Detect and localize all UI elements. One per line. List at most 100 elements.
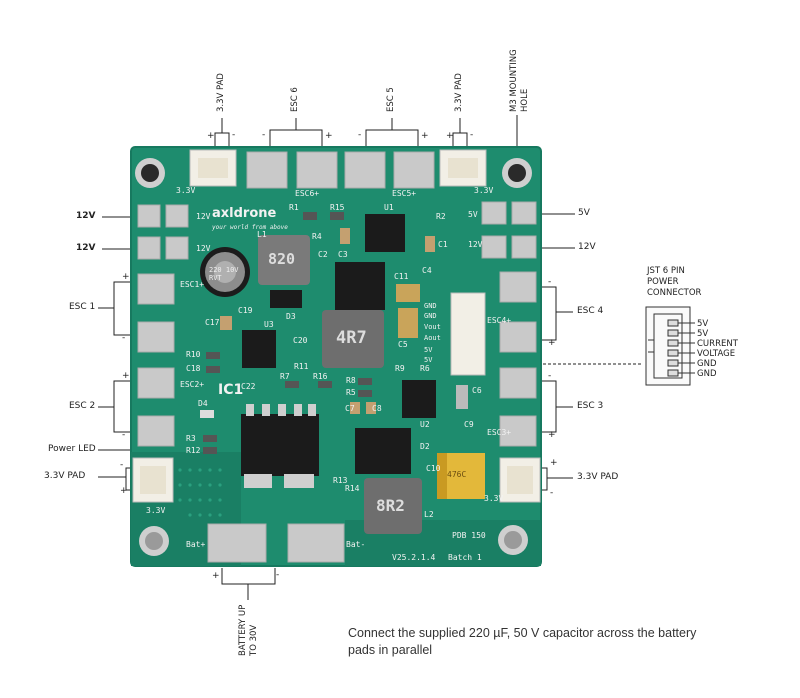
- sign-minus: -: [122, 430, 126, 440]
- label-5v-right: 5V: [578, 208, 590, 218]
- silk-esc: Bat-: [346, 540, 366, 549]
- sign-minus: -: [122, 333, 126, 343]
- silk-ref: D2: [420, 442, 430, 451]
- silk-ref: R2: [436, 212, 446, 221]
- label-power-led: Power LED: [48, 444, 96, 454]
- passives: [220, 228, 468, 414]
- sign-minus: -: [548, 277, 552, 287]
- board-model: PDB 150: [452, 531, 486, 540]
- silk-esc: 3.3V: [146, 506, 166, 515]
- label-esc6: ESC 6: [290, 87, 300, 112]
- label-12v-left-b: 12V: [76, 243, 96, 253]
- ic1-pins: [244, 404, 316, 488]
- board-version: V25.2.1.4: [392, 553, 436, 562]
- label-3v3-pad-left: 3.3V PAD: [44, 471, 86, 481]
- silk-ref: R13: [333, 476, 348, 485]
- board-logo: axldrone: [212, 206, 277, 221]
- silk-ref: R12: [186, 446, 201, 455]
- board-batch: Batch 1: [448, 553, 482, 562]
- sign-plus: +: [122, 272, 130, 282]
- silk-pin: Vout: [424, 323, 441, 331]
- silk-esc: ESC5+: [392, 189, 417, 198]
- jst-title: JST 6 PIN POWER CONNECTOR: [647, 266, 702, 298]
- sign-minus: -: [550, 488, 554, 498]
- silk-esc: ESC4+: [487, 316, 512, 325]
- silk-ref: R4: [312, 232, 322, 241]
- silk-ref: U3: [264, 320, 274, 329]
- silk-esc: 12V: [468, 240, 483, 249]
- silk-esc: 3.3V: [484, 494, 504, 503]
- silk-ref: R11: [294, 362, 309, 371]
- inductor-bottom-marking: 8R2: [376, 496, 405, 515]
- label-3v3-pad-top-left: 3.3V PAD: [216, 73, 226, 112]
- cap-marking: 220 10V RVT: [209, 266, 239, 282]
- ic1-label: IC1: [218, 382, 244, 398]
- silk-ref: R15: [330, 203, 345, 212]
- mounting-holes: [135, 158, 532, 556]
- sign-minus: -: [548, 371, 552, 381]
- silk-ref: C1: [438, 240, 448, 249]
- silk-ref: C11: [394, 272, 409, 281]
- silk-ref: R1: [289, 203, 299, 212]
- silk-ref: R16: [313, 372, 328, 381]
- label-esc3: ESC 3: [577, 401, 604, 411]
- label-12v-left-a: 12V: [76, 211, 96, 221]
- silk-esc: ESC3+: [487, 428, 512, 437]
- silk-pin: Aout: [424, 334, 441, 342]
- label-esc5: ESC 5: [386, 87, 396, 112]
- esc-pads: [137, 151, 537, 563]
- sign-minus: -: [358, 130, 362, 140]
- sign-plus: +: [550, 458, 558, 468]
- jst-pin-label: VOLTAGE: [697, 349, 736, 359]
- jst-6pin-diagram: [645, 306, 695, 386]
- silk-ref: L2: [424, 510, 434, 519]
- sign-plus: +: [446, 131, 454, 141]
- sign-plus: +: [207, 131, 215, 141]
- silk-ref: U2: [420, 420, 430, 429]
- jst-pin-label: CURRENT: [697, 339, 738, 349]
- inductor-mid: [322, 310, 384, 368]
- label-3v3-pad-top-right: 3.3V PAD: [454, 73, 464, 112]
- label-esc2: ESC 2: [69, 401, 96, 411]
- jst-pin-label: 5V: [697, 329, 709, 339]
- sign-minus: -: [262, 130, 266, 140]
- silk-ref: C2: [318, 250, 328, 259]
- tantalum-marking: 476C: [447, 470, 467, 479]
- electrolytic-capacitor: [200, 247, 250, 297]
- sign-plus: +: [120, 486, 128, 496]
- silk-ref: C7: [345, 404, 355, 413]
- silk-ref: D4: [198, 399, 208, 408]
- label-3v3-pad-right: 3.3V PAD: [577, 472, 619, 482]
- label-m3-hole: M3 MOUNTING HOLE: [509, 49, 530, 112]
- silk-ref: C6: [472, 386, 482, 395]
- sign-minus: -: [232, 130, 236, 140]
- sign-minus: -: [276, 570, 280, 580]
- annotation-lines: [98, 115, 643, 600]
- silk-ref: R3: [186, 434, 196, 443]
- silk-ref: C22: [241, 382, 256, 391]
- silk-ref: C18: [186, 364, 201, 373]
- inductor-bottom: [364, 478, 422, 534]
- silk-ref: C20: [293, 336, 308, 345]
- jst-pin-label: 5V: [697, 319, 709, 329]
- ics: [241, 214, 436, 476]
- silk-esc: ESC2+: [180, 380, 205, 389]
- silk-ref: U1: [384, 203, 394, 212]
- jst-pin-label: GND: [697, 369, 717, 379]
- label-esc4: ESC 4: [577, 306, 604, 316]
- vias: [178, 468, 222, 517]
- silk-esc: ESC6+: [295, 189, 320, 198]
- sign-plus: +: [421, 131, 429, 141]
- inductor-mid-marking: 4R7: [336, 328, 367, 348]
- silk-pin: GND: [424, 302, 437, 310]
- silk-pin: GND: [424, 312, 437, 320]
- silk-esc: ESC1+: [180, 280, 205, 289]
- silk-ref: D3: [286, 312, 296, 321]
- sign-plus: +: [122, 371, 130, 381]
- silk-esc: 12V: [196, 244, 211, 253]
- silk-ref: C10: [426, 464, 441, 473]
- inductor-top-marking: 820: [268, 250, 296, 268]
- silk-ref: C3: [338, 250, 348, 259]
